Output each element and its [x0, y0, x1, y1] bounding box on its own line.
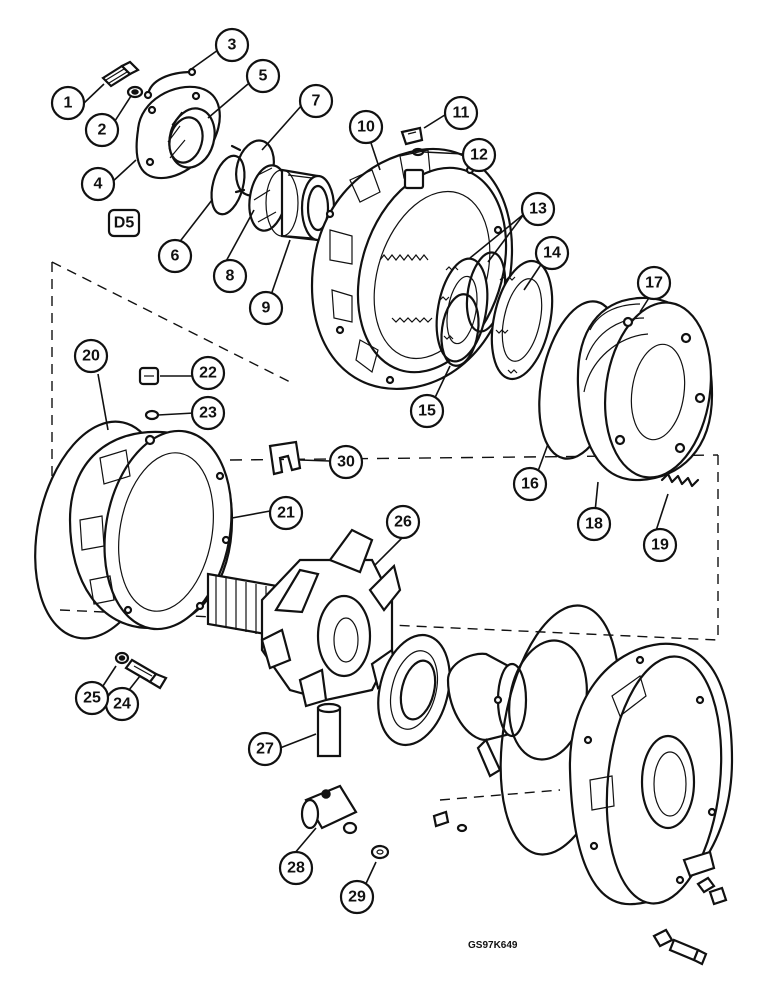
- callout-9: 9: [248, 290, 284, 326]
- reference-symbol-badge: D5: [107, 208, 141, 238]
- callout-29: 29: [339, 879, 375, 915]
- callout-6: 6: [157, 238, 193, 274]
- callout-16: 16: [512, 466, 548, 502]
- callout-18: 18: [576, 506, 612, 542]
- callout-8: 8: [212, 258, 248, 294]
- svg-text:28: 28: [287, 860, 305, 877]
- svg-text:21: 21: [277, 505, 295, 522]
- callout-4: 4: [80, 166, 116, 202]
- o-ring-part-23: [144, 409, 160, 421]
- svg-text:19: 19: [651, 537, 669, 554]
- valve-body-part-28: [300, 784, 358, 835]
- bearing-sleeve: [446, 652, 528, 778]
- callout-19: 19: [642, 527, 678, 563]
- svg-text:9: 9: [262, 300, 271, 317]
- plug-part-22: [138, 366, 160, 386]
- bolt-part-1: [101, 60, 140, 88]
- svg-text:5: 5: [259, 68, 268, 85]
- pin-part-27: [316, 702, 342, 758]
- svg-text:8: 8: [226, 268, 235, 285]
- callout-27: 27: [247, 731, 283, 767]
- bolt-part-24: [124, 658, 168, 690]
- svg-text:25: 25: [83, 690, 101, 707]
- svg-text:14: 14: [543, 245, 561, 262]
- svg-text:15: 15: [418, 403, 436, 420]
- callout-3: 3: [214, 27, 250, 63]
- callout-1: 1: [50, 85, 86, 121]
- washer-part-2: [126, 85, 144, 99]
- svg-text:23: 23: [199, 405, 217, 422]
- callout-25: 25: [74, 680, 110, 716]
- callout-20: 20: [73, 338, 109, 374]
- callout-5: 5: [245, 58, 281, 94]
- plug-part-11: [400, 126, 424, 146]
- svg-text:22: 22: [199, 365, 217, 382]
- bracket-part-30: [268, 440, 302, 476]
- svg-text:17: 17: [645, 275, 663, 292]
- svg-text:7: 7: [312, 93, 321, 110]
- svg-text:20: 20: [82, 348, 100, 365]
- callout-12: 12: [461, 137, 497, 173]
- callout-2: 2: [84, 112, 120, 148]
- svg-text:18: 18: [585, 516, 603, 533]
- washer-part-29: [370, 844, 390, 860]
- callout-26: 26: [385, 504, 421, 540]
- callout-28: 28: [278, 850, 314, 886]
- svg-text:26: 26: [394, 514, 412, 531]
- svg-text:D5: D5: [114, 215, 135, 232]
- callout-11: 11: [443, 95, 479, 131]
- callout-17: 17: [636, 265, 672, 301]
- piston-part-17: [576, 296, 714, 482]
- ball-bearing: [377, 633, 451, 747]
- svg-text:10: 10: [357, 119, 375, 136]
- callout-14: 14: [534, 235, 570, 271]
- steel-plate-part-14: [490, 259, 554, 381]
- callout-22: 22: [190, 355, 226, 391]
- svg-text:30: 30: [337, 454, 355, 471]
- end-cover: [568, 642, 734, 906]
- svg-text:11: 11: [453, 105, 470, 122]
- sun-shaft-part-26: [206, 528, 402, 708]
- svg-text:1: 1: [64, 95, 73, 112]
- callout-30: 30: [328, 444, 364, 480]
- o-ring-part-12: [411, 147, 425, 157]
- callout-21: 21: [268, 495, 304, 531]
- callout-10: 10: [348, 109, 384, 145]
- svg-text:24: 24: [113, 696, 131, 713]
- callout-13: 13: [520, 191, 556, 227]
- svg-text:2: 2: [98, 122, 107, 139]
- roller-bearing-part-9: [265, 168, 336, 242]
- svg-text:29: 29: [348, 889, 366, 906]
- cover-small-hardware: [432, 810, 728, 966]
- nut-part-25: [114, 651, 130, 665]
- seal-sleeve-part-5: [167, 107, 216, 169]
- svg-text:12: 12: [470, 147, 488, 164]
- callout-7: 7: [298, 83, 334, 119]
- brake-housing-part-21: [68, 429, 234, 631]
- svg-text:4: 4: [94, 176, 103, 193]
- callout-24: 24: [104, 686, 140, 722]
- svg-text:13: 13: [529, 201, 547, 218]
- svg-text:27: 27: [256, 741, 274, 758]
- svg-text:6: 6: [171, 248, 180, 265]
- o-ring-part-15: [440, 293, 480, 367]
- drawing-code-label: GS97K649: [468, 940, 518, 951]
- o-ring-part-6: [210, 154, 246, 216]
- svg-text:3: 3: [228, 37, 237, 54]
- svg-text:16: 16: [521, 476, 539, 493]
- callout-15: 15: [409, 393, 445, 429]
- callout-23: 23: [190, 395, 226, 431]
- spring-part-19: [660, 472, 700, 488]
